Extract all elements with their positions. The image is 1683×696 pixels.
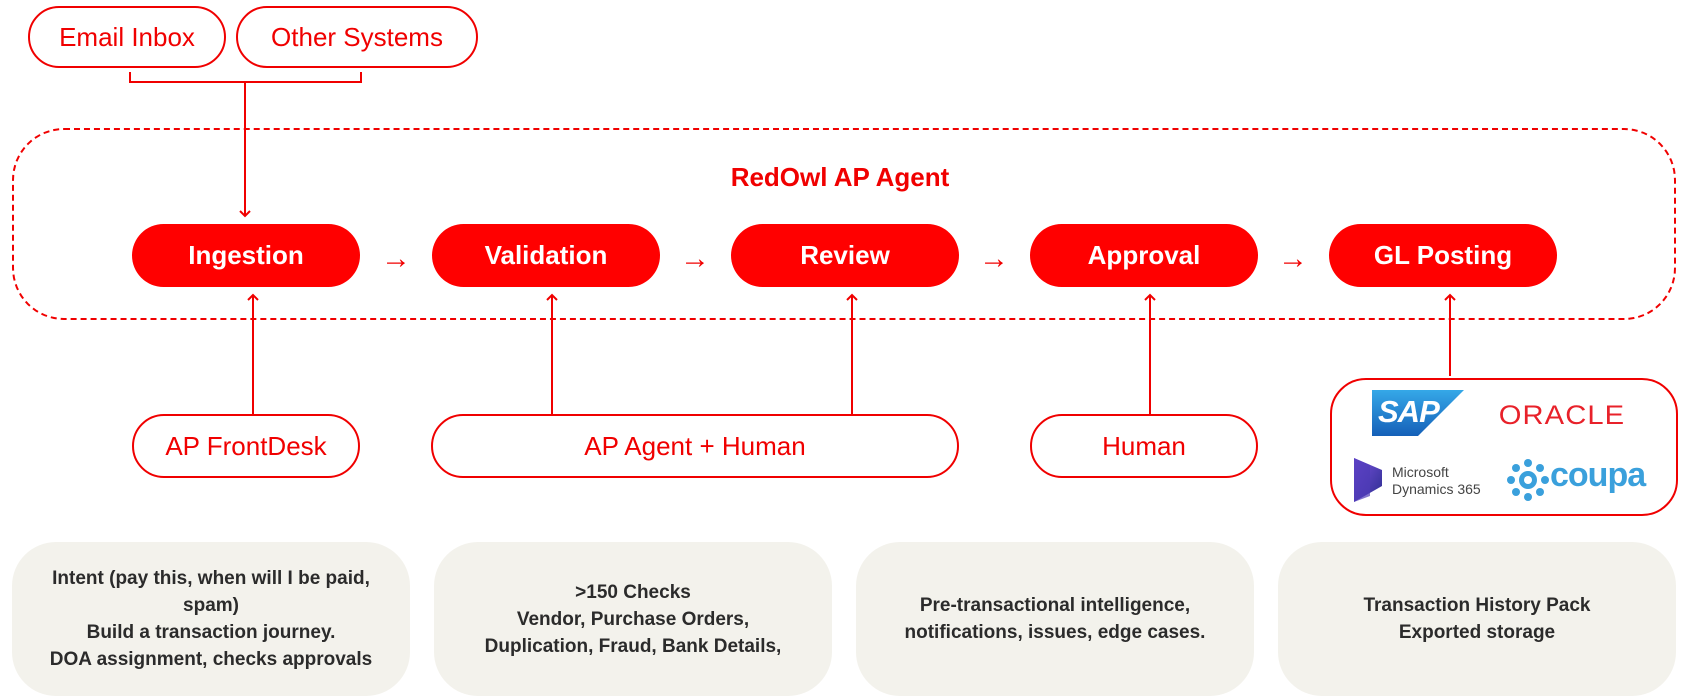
stage-review: Review <box>731 224 959 287</box>
note-validation-line-3: Duplication, Fraud, Bank Details, <box>484 635 782 657</box>
oracle-logo: ORACLE <box>1498 399 1626 430</box>
sap-logo: SAP <box>1372 390 1464 436</box>
note-review-line-1: Pre-transactional intelligence, <box>919 595 1191 616</box>
note-ingestion-line-3: DOA assignment, checks approvals <box>49 649 373 670</box>
note-validation-line-2: Vendor, Purchase Orders, <box>516 608 750 630</box>
actor-ap-frontdesk: AP FrontDesk <box>132 414 360 478</box>
sap-logo-text: SAP <box>1378 394 1440 429</box>
note-ingestion-line-1: Intent (pay this, when will I be paid, s… <box>52 568 370 616</box>
stage-review-label: Review <box>800 240 890 270</box>
note-review-line-2: notifications, issues, edge cases. <box>904 622 1206 643</box>
agent-boundary <box>12 128 1676 320</box>
note-gl-posting-line-1: Transaction History Pack <box>1363 595 1591 616</box>
flow-arrow-1: → <box>381 242 411 275</box>
flow-arrow-4: → <box>1278 242 1308 275</box>
dynamics-line-2: Dynamics 365 <box>1392 481 1481 497</box>
flow-arrow-2: → <box>680 242 710 275</box>
note-validation-line-1: >150 Checks <box>575 581 691 603</box>
source-other-systems: Other Systems <box>236 6 478 68</box>
source-email-inbox-label: Email Inbox <box>59 21 195 52</box>
coupa-logo: coupa <box>1506 456 1652 502</box>
actor-ap-frontdesk-label: AP FrontDesk <box>165 430 327 461</box>
dynamics-365-icon <box>1354 458 1382 502</box>
note-ingestion-line-2: Build a transaction journey. <box>86 622 336 643</box>
note-gl-posting: Transaction History Pack Exported storag… <box>1278 542 1676 696</box>
agent-title: RedOwl AP Agent <box>730 162 950 192</box>
stage-validation-label: Validation <box>484 240 608 270</box>
stage-approval: Approval <box>1030 224 1258 287</box>
note-validation: >150 Checks Vendor, Purchase Orders, Dup… <box>434 542 832 696</box>
dynamics-365-logo: Microsoft Dynamics 365 <box>1352 456 1502 504</box>
note-ingestion: Intent (pay this, when will I be paid, s… <box>12 542 410 696</box>
source-email-inbox: Email Inbox <box>28 6 226 68</box>
source-bracket <box>129 72 362 83</box>
actor-ap-agent-human: AP Agent + Human <box>431 414 959 478</box>
note-review: Pre-transactional intelligence, notifica… <box>856 542 1254 696</box>
note-gl-posting-line-2: Exported storage <box>1398 622 1556 643</box>
stage-ingestion-label: Ingestion <box>188 240 304 270</box>
stage-gl-posting-label: GL Posting <box>1373 240 1513 270</box>
dynamics-line-1: Microsoft <box>1392 464 1449 480</box>
actor-ap-agent-human-label: AP Agent + Human <box>584 430 806 461</box>
coupa-logo-text: coupa <box>1550 456 1646 494</box>
stage-ingestion: Ingestion <box>132 224 360 287</box>
actor-human-label: Human <box>1102 430 1186 461</box>
sap-logo-shape <box>1372 390 1464 436</box>
source-other-systems-label: Other Systems <box>271 21 443 52</box>
actor-human: Human <box>1030 414 1258 478</box>
stage-validation: Validation <box>432 224 660 287</box>
stage-gl-posting: GL Posting <box>1329 224 1557 287</box>
stage-approval-label: Approval <box>1087 240 1201 270</box>
flow-arrow-3: → <box>979 242 1009 275</box>
coupa-burst-icon <box>1507 459 1549 501</box>
